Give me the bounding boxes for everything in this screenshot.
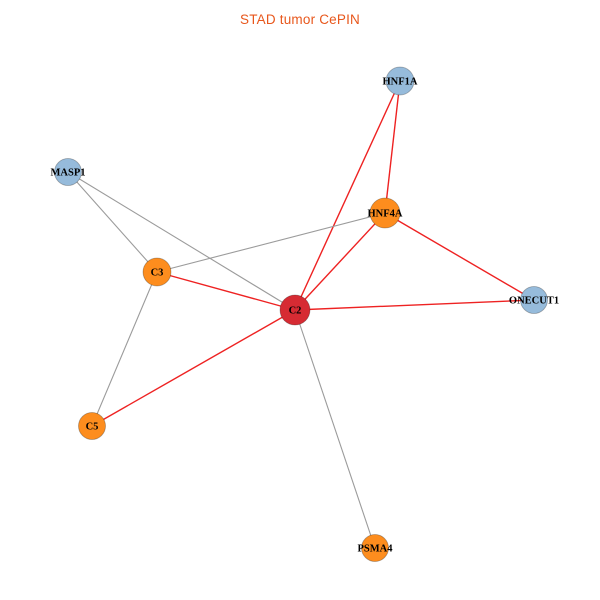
edge-C2-C5 — [91, 309, 296, 427]
node-circle-C3 — [142, 257, 172, 287]
node-circle-C5 — [78, 412, 106, 440]
node-PSMA4: PSMA4 — [358, 534, 394, 562]
node-circle-HNF4A — [369, 197, 401, 229]
edge-C2-HNF4A — [294, 212, 386, 311]
edge-MASP1-C3 — [67, 171, 158, 273]
node-label-HNF4A: HNF4A — [368, 209, 403, 220]
node-circle-MASP1 — [54, 158, 82, 186]
node-C2: C2 — [279, 294, 311, 326]
edge-C2-PSMA4 — [294, 309, 376, 549]
node-MASP1: MASP1 — [51, 158, 86, 186]
node-label-C2: C2 — [289, 306, 302, 317]
node-circle-HNF1A — [385, 66, 415, 96]
node-HNF4A: HNF4A — [368, 197, 403, 229]
node-label-HNF1A: HNF1A — [383, 77, 418, 88]
edge-C2-HNF1A — [294, 80, 401, 311]
node-label-PSMA4: PSMA4 — [358, 544, 394, 555]
edge-C3-C5 — [91, 271, 158, 427]
node-ONECUT1: ONECUT1 — [509, 286, 559, 314]
plot-title: STAD tumor CePIN — [240, 12, 360, 27]
node-C3: C3 — [142, 257, 172, 287]
node-label-ONECUT1: ONECUT1 — [509, 296, 559, 307]
node-circle-PSMA4 — [361, 534, 389, 562]
node-label-MASP1: MASP1 — [51, 168, 86, 179]
node-circle-ONECUT1 — [520, 286, 548, 314]
node-circle-C2 — [279, 294, 311, 326]
edge-C2-ONECUT1 — [294, 299, 535, 311]
edge-HNF4A-HNF1A — [384, 80, 401, 214]
edge-HNF4A-ONECUT1 — [384, 212, 535, 301]
node-label-C3: C3 — [151, 268, 164, 279]
edge-MASP1-C2 — [67, 171, 296, 311]
node-label-C5: C5 — [86, 422, 99, 433]
edge-C3-HNF4A — [156, 212, 386, 273]
edge-C2-C3 — [156, 271, 296, 311]
node-C5: C5 — [78, 412, 106, 440]
node-HNF1A: HNF1A — [383, 66, 418, 96]
